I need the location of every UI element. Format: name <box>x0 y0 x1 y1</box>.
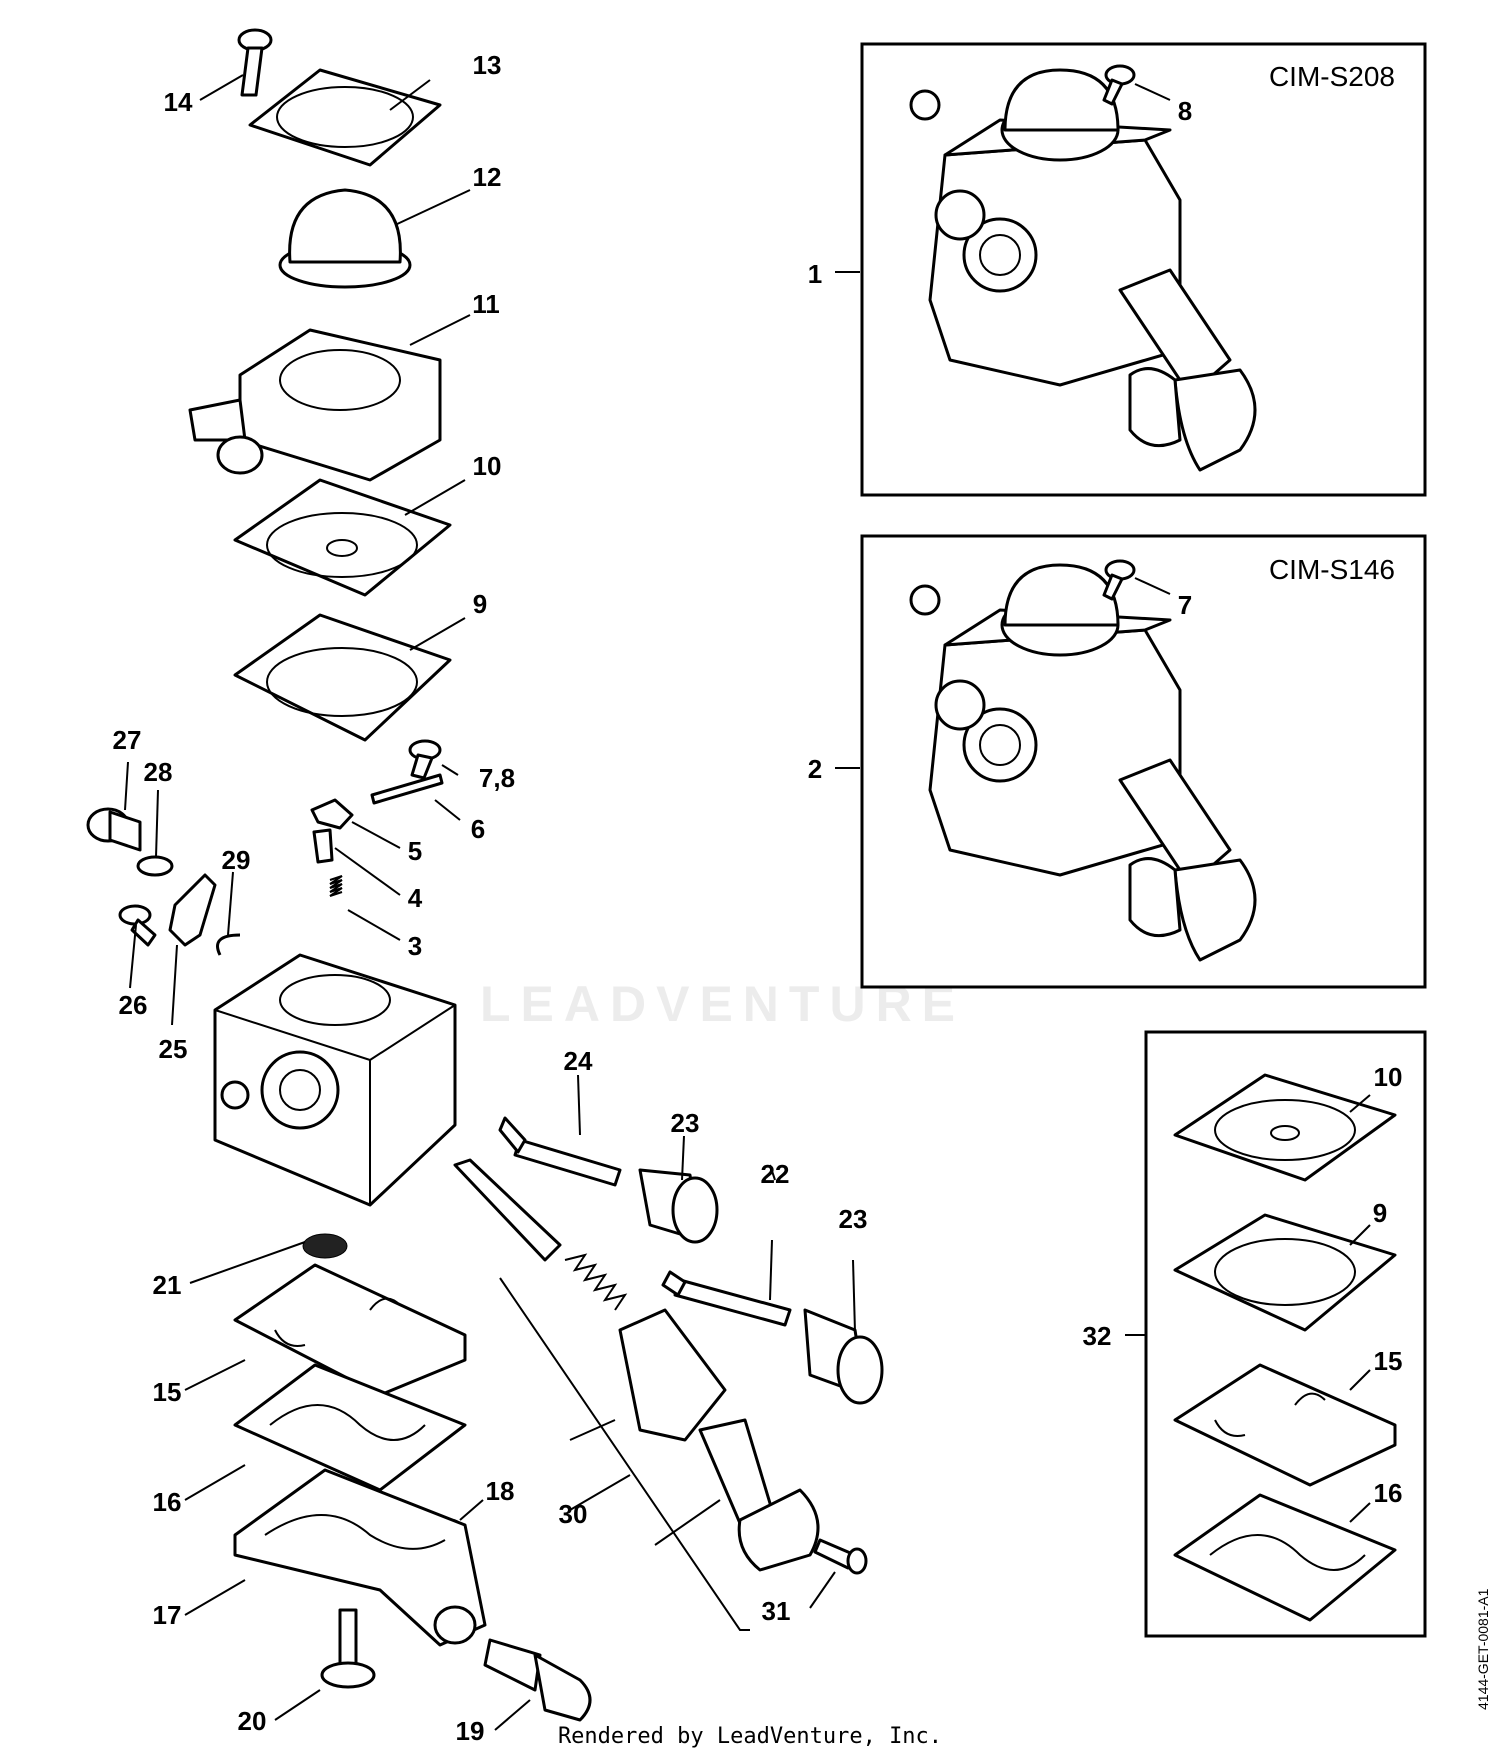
cap-27 <box>86 807 142 852</box>
lever-25 <box>168 873 217 947</box>
screw-icon <box>1102 559 1136 601</box>
callout-13: 13 <box>473 50 502 80</box>
callout-21: 21 <box>153 1270 182 1300</box>
housing-30 <box>618 1308 727 1442</box>
kit-callout-15: 15 <box>1374 1346 1403 1376</box>
callout-2: 2 <box>808 754 822 784</box>
kit-callout-16: 16 <box>1374 1478 1403 1508</box>
kit-diaphragm-15 <box>1173 1363 1397 1487</box>
screw-icon <box>1102 64 1136 106</box>
cover-17 <box>233 1468 487 1647</box>
diagram-code: 4144-GET-0081-A1 <box>1475 1588 1491 1710</box>
callout-14: 14 <box>164 87 193 117</box>
callout-3: 3 <box>408 931 422 961</box>
callout-28: 28 <box>144 757 173 787</box>
carburetor-assembly-cim-s146 <box>909 563 1257 962</box>
callout-23-upper: 23 <box>671 1108 700 1138</box>
gasket-16 <box>233 1363 467 1492</box>
carburetor-body <box>213 953 562 1262</box>
pump-bulb-12 <box>278 188 412 289</box>
callout-15: 15 <box>153 1377 182 1407</box>
callout-7-8: 7,8 <box>479 763 515 793</box>
callout-12: 12 <box>473 162 502 192</box>
box-cim-s208-title: CIM-S208 <box>1269 61 1395 92</box>
callout-1: 1 <box>808 259 822 289</box>
kit-gasket-9 <box>1173 1213 1397 1332</box>
callout-20: 20 <box>238 1706 267 1736</box>
gasket-9 <box>233 613 452 742</box>
callout-9: 9 <box>473 589 487 619</box>
lever-5 <box>310 798 354 830</box>
needle-4 <box>312 828 334 864</box>
footer-credit: Rendered by LeadVenture, Inc. <box>557 1724 943 1749</box>
callout-17: 17 <box>153 1600 182 1630</box>
screen-21 <box>302 1233 348 1259</box>
housing-11 <box>188 328 442 482</box>
callout-5: 5 <box>408 836 422 866</box>
callout-32: 32 <box>1083 1321 1112 1351</box>
screw-31 <box>813 1538 868 1575</box>
callout-16: 16 <box>153 1487 182 1517</box>
callout-6: 6 <box>471 814 485 844</box>
pin-6 <box>370 773 444 805</box>
callout-22: 22 <box>761 1159 790 1189</box>
callout-24: 24 <box>564 1046 593 1076</box>
spring-30 <box>564 1253 628 1311</box>
kit-diaphragm-10 <box>1173 1073 1397 1182</box>
kit-gasket-16 <box>1173 1493 1397 1622</box>
callouts: 1 2 3 4 5 6 7 7,8 8 9 10 11 12 13 14 15 … <box>113 50 1403 1746</box>
diaphragm-10 <box>233 478 452 597</box>
gasket-13 <box>248 68 442 167</box>
diaphragm-15 <box>233 1263 467 1397</box>
screw-7-8 <box>408 739 442 780</box>
callout-18: 18 <box>486 1476 515 1506</box>
cap-23-upper <box>638 1168 719 1244</box>
callout-26: 26 <box>119 990 148 1020</box>
callout-31: 31 <box>762 1596 791 1626</box>
washer-28 <box>136 855 174 877</box>
callout-4: 4 <box>408 883 423 913</box>
spring-3 <box>329 875 343 897</box>
callout-30: 30 <box>559 1499 588 1529</box>
callout-25: 25 <box>159 1034 188 1064</box>
screw-26 <box>118 904 157 947</box>
callout-23-lower: 23 <box>839 1204 868 1234</box>
cap-23-lower <box>803 1308 884 1405</box>
callout-8: 8 <box>1178 96 1192 126</box>
knob-30 <box>698 1418 820 1572</box>
callout-7: 7 <box>1178 590 1192 620</box>
leader-lines <box>124 74 1371 1731</box>
kit-callout-10: 10 <box>1374 1062 1403 1092</box>
callout-29: 29 <box>222 845 251 875</box>
callout-19: 19 <box>456 1716 485 1746</box>
callout-11: 11 <box>472 289 500 319</box>
screw-14 <box>237 28 273 97</box>
carburetor-assembly-cim-s208 <box>909 68 1257 472</box>
needle-19 <box>483 1638 592 1722</box>
clip-29 <box>216 933 241 956</box>
needle-22 <box>661 1270 792 1327</box>
needle-24 <box>498 1116 622 1187</box>
box-cim-s146-title: CIM-S146 <box>1269 554 1395 585</box>
callout-27: 27 <box>113 725 142 755</box>
callout-10: 10 <box>473 451 502 481</box>
kit-callout-9: 9 <box>1373 1198 1387 1228</box>
screw-20 <box>320 1608 376 1689</box>
